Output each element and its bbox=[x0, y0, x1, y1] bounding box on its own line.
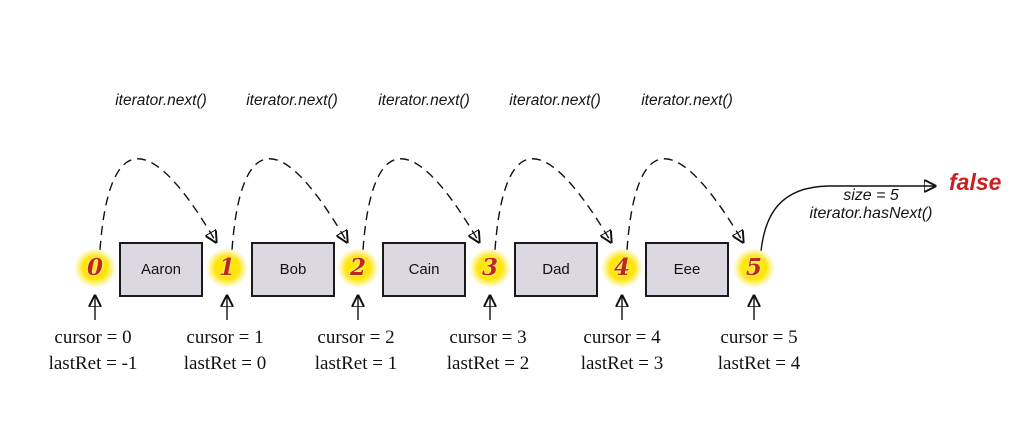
index-badge-5: 5 bbox=[733, 248, 775, 288]
element-label: Cain bbox=[408, 261, 440, 278]
index-badge-0: 0 bbox=[74, 248, 116, 288]
cursor-value: cursor = 3 bbox=[449, 327, 527, 348]
index-badge-3: 3 bbox=[469, 248, 511, 288]
element-label: Eee bbox=[673, 261, 701, 278]
element-label: Aaron bbox=[140, 261, 182, 278]
state-block-4: cursor = 4 lastRet = 3 bbox=[547, 325, 697, 377]
cursor-value: cursor = 0 bbox=[54, 327, 132, 348]
cursor-value: cursor = 1 bbox=[186, 327, 264, 348]
element-box-cain: Cain bbox=[382, 242, 466, 297]
lastret-value: lastRet = 4 bbox=[717, 353, 801, 374]
cursor-value: cursor = 2 bbox=[317, 327, 395, 348]
next-arc-2-to-3 bbox=[362, 158, 479, 251]
lastret-value: lastRet = 3 bbox=[580, 353, 664, 374]
state-block-0: cursor = 0 lastRet = -1 bbox=[18, 325, 168, 377]
index-value: 4 bbox=[613, 253, 630, 281]
index-badge-1: 1 bbox=[206, 248, 248, 288]
hasnext-note: size = 5 iterator.hasNext() bbox=[790, 187, 952, 223]
false-result-label: false bbox=[949, 169, 1002, 195]
next-call-label: iterator.next() bbox=[115, 92, 207, 109]
lastret-value: lastRet = -1 bbox=[48, 353, 138, 374]
next-call-label: iterator.next() bbox=[641, 92, 733, 109]
next-arc-4-to-5 bbox=[626, 158, 743, 251]
index-value: 0 bbox=[86, 253, 103, 281]
next-call-label: iterator.next() bbox=[246, 92, 338, 109]
element-label: Dad bbox=[542, 261, 570, 278]
index-badge-4: 4 bbox=[601, 248, 643, 288]
next-call-label: iterator.next() bbox=[509, 92, 601, 109]
next-call-label: iterator.next() bbox=[378, 92, 470, 109]
lastret-value: lastRet = 0 bbox=[183, 353, 267, 374]
state-block-1: cursor = 1 lastRet = 0 bbox=[150, 325, 300, 377]
cursor-value: cursor = 5 bbox=[720, 327, 798, 348]
element-label: Bob bbox=[279, 261, 307, 278]
state-block-2: cursor = 2 lastRet = 1 bbox=[281, 325, 431, 377]
next-arc-3-to-4 bbox=[494, 158, 611, 251]
index-value: 5 bbox=[745, 253, 762, 281]
state-block-3: cursor = 3 lastRet = 2 bbox=[413, 325, 563, 377]
element-box-dad: Dad bbox=[514, 242, 598, 297]
index-value: 2 bbox=[349, 253, 366, 281]
element-box-aaron: Aaron bbox=[119, 242, 203, 297]
state-block-5: cursor = 5 lastRet = 4 bbox=[684, 325, 834, 377]
index-badge-2: 2 bbox=[337, 248, 379, 288]
index-value: 1 bbox=[218, 253, 235, 281]
lastret-value: lastRet = 2 bbox=[446, 353, 530, 374]
lastret-value: lastRet = 1 bbox=[314, 353, 398, 374]
element-box-bob: Bob bbox=[251, 242, 335, 297]
element-box-eee: Eee bbox=[645, 242, 729, 297]
hasnext-arrow bbox=[760, 186, 935, 252]
cursor-value: cursor = 4 bbox=[583, 327, 661, 348]
next-arc-0-to-1 bbox=[99, 158, 216, 251]
size-label: size = 5 bbox=[843, 187, 899, 204]
index-value: 3 bbox=[481, 253, 498, 281]
next-arc-1-to-2 bbox=[231, 158, 347, 251]
hasnext-label: iterator.hasNext() bbox=[809, 205, 933, 222]
